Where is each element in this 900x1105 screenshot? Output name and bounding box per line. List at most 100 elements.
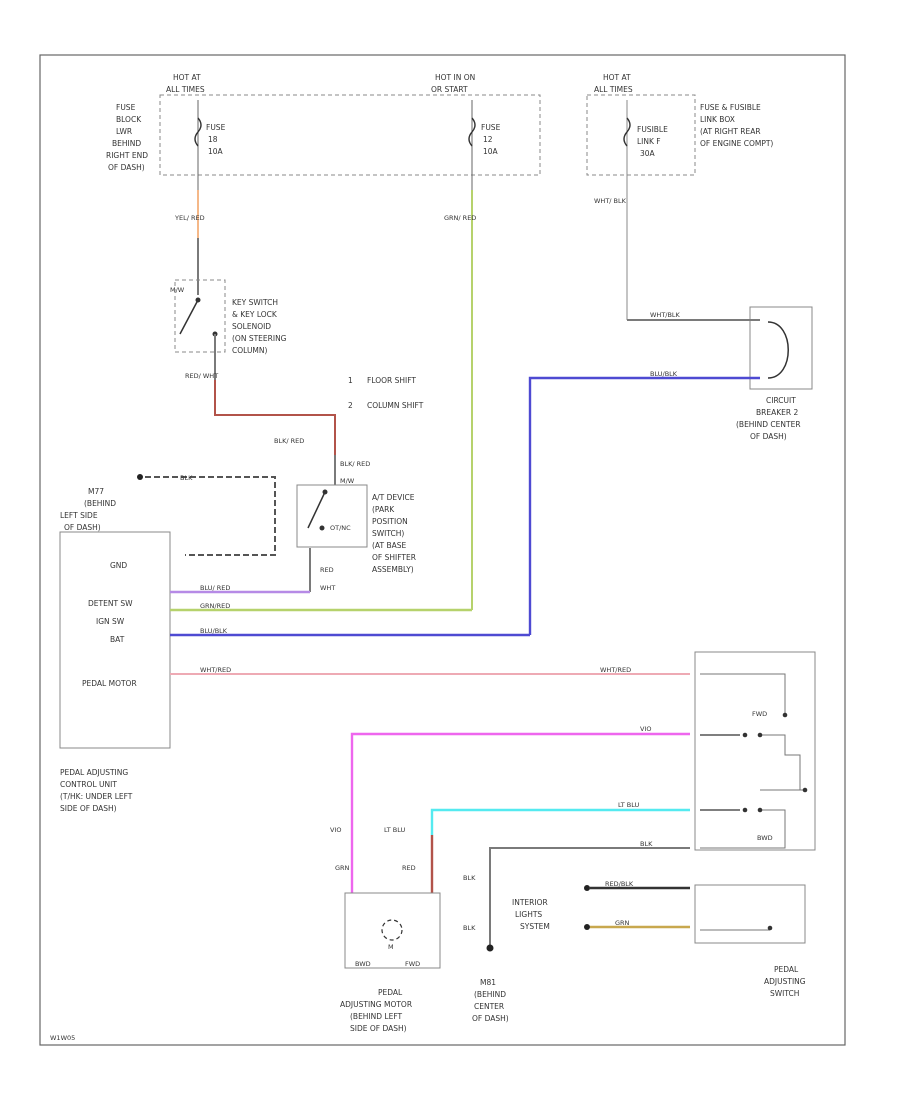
motor-mark: M [388,943,394,951]
park-switch-desc-line: SWITCH) [372,529,404,538]
wire-label-red-blk: RED/BLK [605,880,634,888]
switch-contact [782,712,788,718]
pedal-switch-desc-line: PEDAL [774,965,799,974]
fusible-loc-line: FUSE & FUSIBLE [700,103,761,112]
wire-label-red: RED [320,566,334,574]
motor-desc-line: (BEHIND LEFT [350,1012,403,1021]
fuse-a-symbol [194,117,202,147]
wire-label-blk-red: BLK/ RED [274,437,304,445]
park-switch-desc-line: OF SHIFTER [372,553,416,562]
wire-magenta [350,732,690,893]
motor-desc-line: SIDE OF DASH) [350,1024,407,1033]
ground-m81-line: M81 [480,978,496,987]
ground-desc-line: M77 [88,487,104,496]
fuse-b-label: FUSE [481,123,501,132]
ground-wire-dashed [145,476,276,556]
fuse-b-rating: 10A [483,147,499,156]
wire-label-grn: GRN [335,864,350,872]
pin-detent: DETENT SW [88,599,133,608]
park-switch-contact [307,491,326,529]
ground-desc-line: (BEHIND [84,499,116,508]
ground-m81-line: (BEHIND [474,990,506,999]
pin-pedal-motor: PEDAL MOTOR [82,679,137,688]
hot-run-label: HOT IN ON [435,73,475,82]
wire-label-wht: WHT [320,584,335,592]
key-switch-desc-line: & KEY LOCK [232,310,278,319]
key-switch-desc-line: COLUMN) [232,346,268,355]
key-switch-desc-line: SOLENOID [232,322,271,331]
fuse-loc-line: RIGHT END [106,151,148,160]
fusible-hot-label-2: ALL TIMES [594,85,633,94]
shift-note-num: 1 [348,376,353,385]
park-switch-desc-line: POSITION [372,517,408,526]
fuse-loc-line: BLOCK [116,115,142,124]
wire-label-blu-blk-h: BLU/BLK [650,370,678,378]
motor-fwd-label: FWD [405,960,420,968]
wire-label-red-wht: RED/ WHT [185,372,218,380]
fuse-block-box [159,94,541,176]
key-switch-contact [179,299,199,335]
ground-m81-line: OF DASH) [472,1014,509,1023]
figure-id: W1W05 [50,1034,75,1042]
wire-cyan [430,808,690,835]
park-switch-desc-line: ASSEMBLY) [372,565,414,574]
wire-label-blk-4: BLK [463,924,476,932]
fusible-hot-label: HOT AT [603,73,631,82]
shift-note-num: 2 [348,401,353,410]
fuse-a-number: 18 [208,135,218,144]
pin-ign: IGN SW [96,617,125,626]
wire-blue [528,376,760,635]
motor-desc-line: ADJUSTING MOTOR [340,1000,412,1009]
key-switch-desc: KEY SWITCH & KEY LOCK SOLENOID (ON STEER… [232,298,287,355]
park-switch-label: M/W [340,477,355,485]
switch-contact [757,807,763,813]
fusible-name-line: FUSIBLE [637,125,668,134]
diagram-frame [39,54,846,1046]
park-switch-desc: A/T DEVICE (PARK POSITION SWITCH) (AT BA… [372,493,416,574]
ground-m81-symbol [486,944,494,952]
motor-box [344,892,441,969]
park-switch-desc-line: A/T DEVICE [372,493,415,502]
ground-m81-line: CENTER [474,1002,504,1011]
circuit-breaker-symbol [767,321,789,379]
pedal-switch-desc: PEDAL ADJUSTING SWITCH [764,965,806,998]
shift-note-column: COLUMN SHIFT [367,401,424,410]
wire-label-blu-red: BLU/ RED [200,584,230,592]
pedal-switch-box [694,651,816,851]
switch-contact [742,807,748,813]
control-unit-desc: PEDAL ADJUSTING CONTROL UNIT (T/HK: UNDE… [60,768,133,813]
switch-contact [757,732,763,738]
fuse-block-location: FUSE BLOCK LWR BEHIND RIGHT END OF DASH) [106,103,148,172]
park-switch-desc-line: (PARK [372,505,395,514]
key-switch-label: M/W [170,286,185,294]
fuse-b-number: 12 [483,135,493,144]
fusible-loc-line: OF ENGINE COMPT) [700,139,773,148]
hot-run-label-2: OR START [431,85,468,94]
breaker-desc-line: BREAKER 2 [756,408,798,417]
hot-at-label: HOT AT [173,73,201,82]
circuit-breaker-box [749,306,813,390]
wire-label-grn-red-h: GRN/RED [200,602,230,610]
fuse-loc-line: OF DASH) [108,163,145,172]
fuse-loc-line: FUSE [116,103,136,112]
wire-label-blk-3: BLK [463,874,476,882]
switch-internal-line [760,734,801,790]
breaker-desc-line: (BEHIND CENTER [736,420,801,429]
breaker-desc-line: CIRCUIT [766,396,796,405]
wire-label-red-2: RED [402,864,416,872]
switch-contact [742,732,748,738]
wire-label-yel-red: YEL/ RED [174,214,205,222]
wire-label-lt-blu-2: LT BLU [384,826,406,834]
ground-m77-desc: M77 (BEHIND LEFT SIDE OF DASH) [60,487,116,532]
fusible-loc-line: LINK BOX [700,115,735,124]
fusible-name-line: LINK F [637,137,661,146]
wire-label-blk-red-2: BLK/ RED [340,460,370,468]
ground-m81-desc: M81 (BEHIND CENTER OF DASH) [472,978,509,1023]
key-switch-box [174,279,226,353]
wire-label-lt-blu: LT BLU [618,801,640,809]
wire-label-grn-red: GRN/ RED [444,214,476,222]
cu-desc-line: CONTROL UNIT [60,780,117,789]
fuse-loc-line: LWR [116,127,132,136]
circuit-breaker-desc: CIRCUIT BREAKER 2 (BEHIND CENTER OF DASH… [736,396,801,441]
